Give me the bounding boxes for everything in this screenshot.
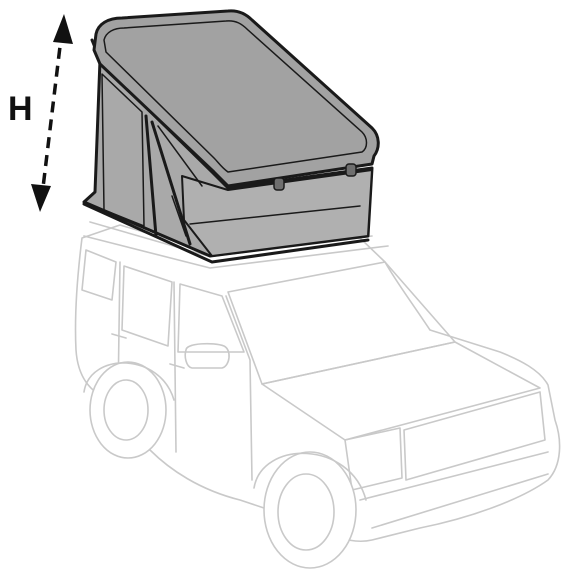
front-arch (253, 452, 367, 501)
grille (403, 391, 546, 481)
rear-hub (103, 379, 149, 441)
vehicle-outline (74, 221, 561, 569)
tent-base-rim (82, 202, 370, 264)
gas-strut-2 (150, 120, 192, 246)
roof-tent (82, 9, 380, 264)
front-hub (277, 473, 335, 551)
arrow-up-icon (53, 14, 73, 44)
rear-arch (83, 362, 175, 401)
dimension-line (40, 29, 64, 197)
tent-zip-line (189, 205, 361, 225)
door-handle (111, 333, 185, 369)
lid-rim (103, 20, 368, 173)
car-body (74, 224, 561, 543)
strut-brace (157, 125, 203, 237)
latch-right (345, 163, 357, 177)
roof-line (83, 235, 389, 269)
height-dimension (31, 14, 73, 212)
gas-strut-1 (144, 114, 158, 238)
side-window (101, 73, 145, 227)
hood (261, 341, 541, 441)
rear-window (81, 249, 117, 301)
headlight (344, 427, 403, 491)
side-mirror (184, 342, 230, 369)
bumper (359, 451, 549, 529)
arrow-down-icon (31, 184, 51, 212)
front-door-window (177, 283, 245, 353)
rear-wheel (89, 361, 167, 459)
latch-left (273, 177, 285, 191)
rear-door-window (121, 265, 173, 347)
tent-lid (92, 9, 380, 188)
height-label: H (8, 90, 33, 128)
